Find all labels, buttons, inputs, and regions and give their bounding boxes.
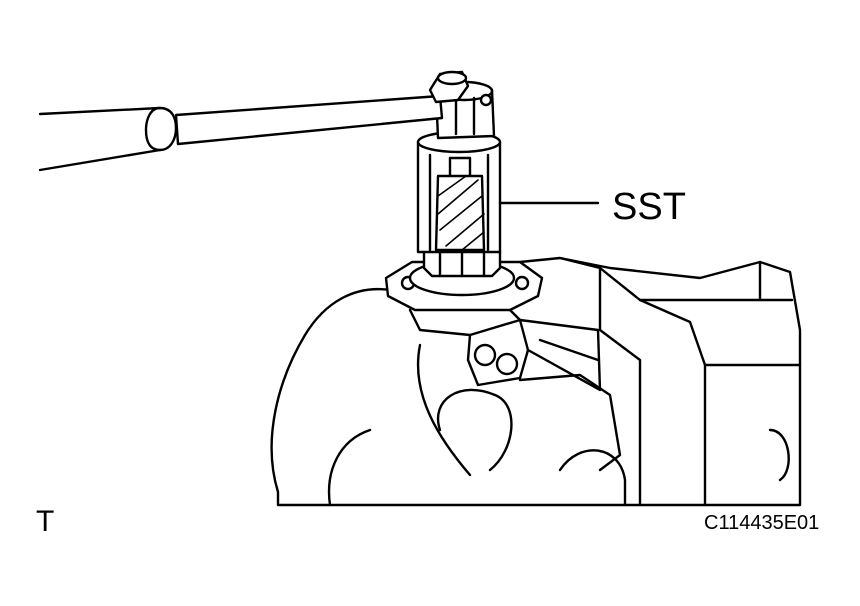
driven-gear bbox=[434, 156, 486, 252]
extension-bar bbox=[38, 94, 444, 172]
sst-label: SST bbox=[612, 186, 686, 228]
figure-code: C114435E01 bbox=[704, 512, 820, 534]
universal-joint bbox=[428, 70, 470, 104]
transmission-case bbox=[270, 256, 802, 507]
view-label: T bbox=[36, 505, 55, 538]
